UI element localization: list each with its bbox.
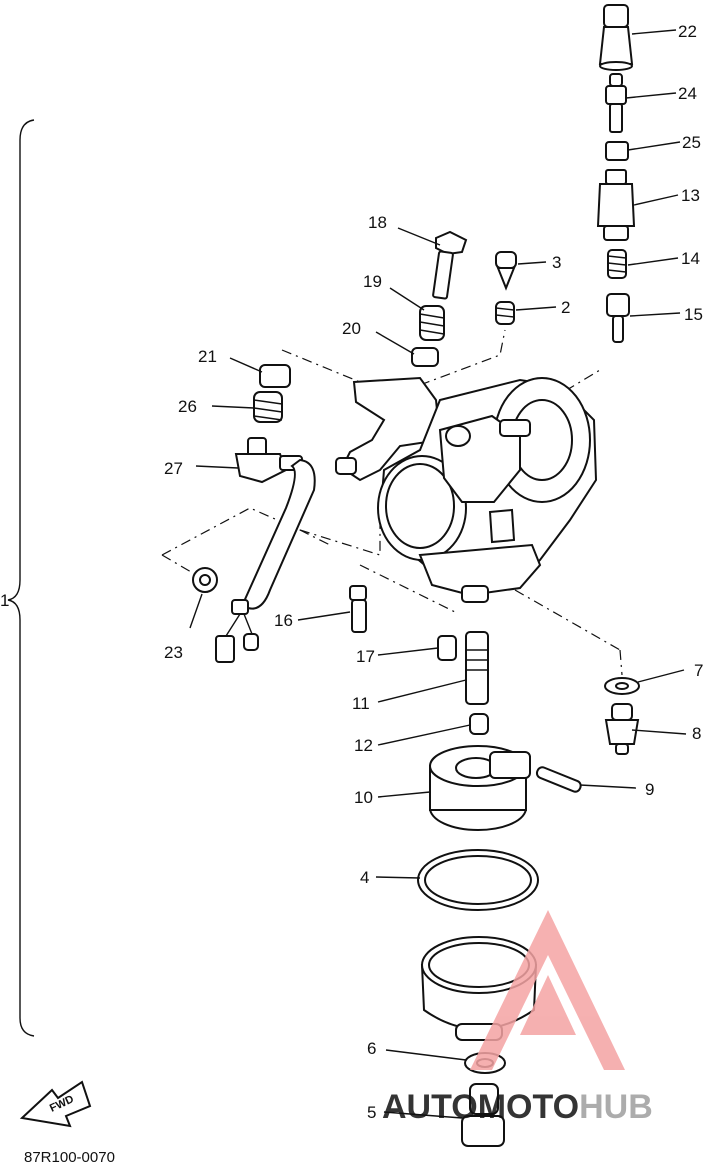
label-21: 21: [198, 347, 217, 366]
part-17-main-jet: [437, 635, 457, 661]
svg-text:AUTOMOTOHUB: AUTOMOTOHUB: [382, 1088, 653, 1126]
part-9-pin: [535, 766, 582, 793]
part-11-needle-jet: [465, 631, 489, 705]
label-10: 10: [354, 788, 373, 807]
part-20-washer: [411, 347, 439, 367]
watermark-logo-icon: [470, 910, 625, 1070]
label-16: 16: [274, 611, 293, 630]
part-12-jet: [469, 713, 489, 735]
part-8-drain-screw: [604, 703, 640, 755]
label-26: 26: [178, 397, 197, 416]
drawing-code: 87R100-0070: [24, 1149, 115, 1166]
assembly-bracket: [7, 119, 35, 1037]
label-9: 9: [645, 780, 654, 799]
part-25-nut: [605, 141, 629, 161]
part-27-starter: [215, 437, 316, 663]
label-25: 25: [682, 133, 701, 152]
part-10-float: [429, 745, 531, 831]
automotohub-watermark: AUTOMOTOHUB: [382, 910, 653, 1126]
label-8: 8: [692, 724, 701, 743]
label-6: 6: [367, 1039, 376, 1058]
part-21-cap: [259, 364, 291, 388]
label-14: 14: [681, 249, 700, 268]
part-22-cap: [598, 4, 634, 71]
label-5: 5: [367, 1103, 376, 1122]
leader-lines: [189, 29, 687, 1119]
part-number-labels: 22 24 25 13 18 3 14 19 2 15 20 21 26 27 …: [0, 22, 703, 1122]
part-2-spring: [495, 301, 515, 325]
label-19: 19: [363, 272, 382, 291]
part-3-pilot-screw: [495, 251, 517, 291]
label-4: 4: [360, 868, 369, 887]
label-24: 24: [678, 84, 697, 103]
part-23-grommet: [192, 567, 218, 593]
fwd-arrow-icon: FWD: [19, 1080, 92, 1128]
label-11: 11: [352, 694, 370, 713]
part-14-spring: [607, 249, 627, 279]
label-17: 17: [356, 647, 375, 666]
label-12: 12: [354, 736, 373, 755]
part-19-spring: [419, 305, 445, 341]
label-23: 23: [164, 643, 183, 662]
label-27: 27: [164, 459, 183, 478]
label-18: 18: [368, 213, 387, 232]
watermark-auto: AUTO: [382, 1088, 478, 1126]
label-22: 22: [678, 22, 697, 41]
part-5-plug: [461, 1083, 505, 1147]
label-13: 13: [681, 186, 700, 205]
label-7: 7: [694, 661, 703, 680]
carburetor-body: [335, 376, 598, 603]
label-15: 15: [684, 305, 703, 324]
label-3: 3: [552, 253, 561, 272]
label-2: 2: [561, 298, 570, 317]
part-13-chamber-top: [596, 169, 636, 241]
part-7-washer: [604, 677, 640, 695]
label-1: 1: [0, 591, 9, 610]
part-18-screw: [432, 230, 468, 300]
part-16-holder: [349, 585, 367, 633]
assembly-lines: [161, 329, 623, 676]
part-24-adjuster: [605, 73, 627, 133]
watermark-hub: HUB: [579, 1088, 653, 1126]
part-26-spring: [253, 391, 283, 423]
watermark-moto: MOTO: [478, 1088, 579, 1126]
label-20: 20: [342, 319, 361, 338]
part-4-gasket: [417, 849, 539, 911]
part-15-needle: [606, 293, 630, 343]
